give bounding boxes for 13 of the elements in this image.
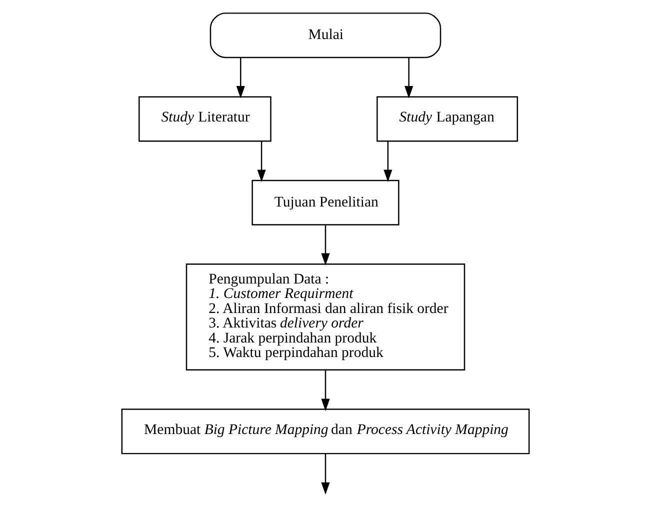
node-box: Study Literatur (138, 96, 272, 142)
node-box: Mulai (210, 12, 442, 58)
arrow (257, 141, 266, 182)
node-box: Tujuan Penelitian (252, 180, 400, 226)
arrow (404, 58, 414, 98)
arrow (321, 370, 330, 412)
arrow (321, 225, 330, 266)
node-box: Membuat Big Picture Mapping dan Process Activity Mapping (121, 408, 530, 454)
node-box: Study Lapangan (376, 96, 518, 142)
node-box: Pengumpulan Data : 1. Customer Requirment 2. Aliran Informasi dan aliran fisik order 3. Aktivitas delivery order 4. Jarak perpindahan produk 5. Waktu perpindahan produk (186, 264, 466, 371)
arrow (384, 141, 392, 182)
arrow (236, 58, 245, 98)
arrow (321, 454, 330, 495)
